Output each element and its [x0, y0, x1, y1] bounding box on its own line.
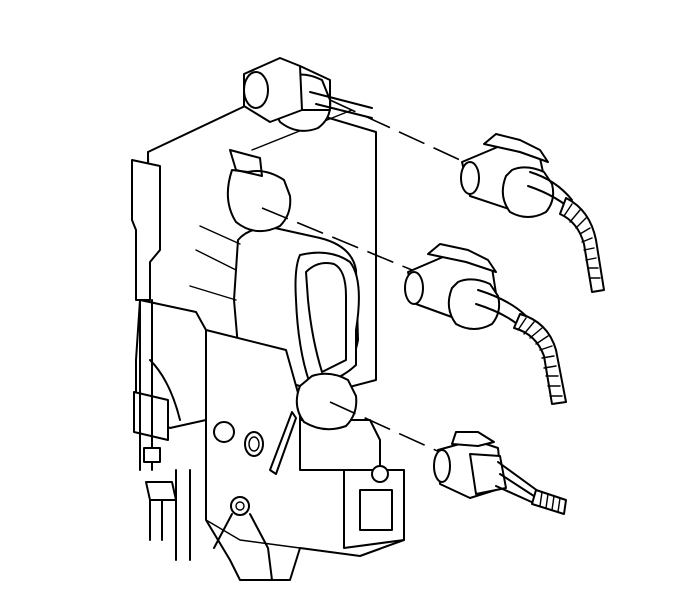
connector-clip-2	[447, 278, 501, 330]
lower-eyelet-hole	[235, 501, 245, 511]
center-cylinder-face	[294, 251, 360, 385]
conduit-3	[531, 489, 567, 515]
conduit-2	[513, 313, 567, 405]
upper-clip-tab	[229, 149, 263, 177]
oval-port	[244, 431, 264, 457]
base-bolt-head	[371, 465, 389, 483]
housing-ribs	[189, 225, 241, 301]
lower-connector-housing	[243, 57, 373, 123]
lower-eyelet-stem	[213, 513, 273, 581]
left-small-block	[143, 447, 161, 463]
connector-latch-2	[427, 243, 497, 273]
left-lower-nub	[145, 481, 177, 501]
connector-pins-top	[309, 91, 373, 119]
left-bracket-upper	[131, 159, 161, 301]
component-housing	[131, 97, 405, 581]
lower-clip-loop	[295, 372, 358, 431]
upper-clip-loop	[226, 169, 292, 233]
oval-port-inner	[248, 436, 260, 452]
round-boss	[213, 421, 235, 443]
base-left-posts	[175, 469, 191, 561]
left-post	[139, 299, 153, 471]
left-arc	[149, 359, 181, 421]
conduit-1-ribs	[563, 203, 601, 279]
connector-wires-3	[495, 461, 543, 505]
base-lower-edge	[205, 519, 301, 549]
align-line-1	[329, 99, 461, 161]
wire-harness-conduit-upper	[559, 197, 605, 293]
align-line-2	[261, 207, 413, 271]
base-block-right	[343, 469, 405, 549]
center-cylinder-bore	[305, 262, 347, 373]
conduit-2-ribs	[517, 317, 563, 397]
connector-latch-3	[451, 431, 495, 447]
connector-boot-3	[469, 453, 507, 495]
bottom-connector-housing	[433, 431, 543, 505]
alignment-lines	[261, 99, 461, 455]
connector-face-1	[460, 161, 480, 195]
wire-harness-conduit-mid	[513, 313, 567, 405]
angled-pin	[269, 411, 297, 475]
lower-eyelet	[230, 496, 250, 516]
base-window	[359, 489, 393, 531]
align-line-3	[329, 401, 445, 455]
connector-face-3	[433, 449, 451, 483]
conduit-3-ribs	[539, 491, 561, 513]
connector-face-top	[243, 71, 269, 109]
mid-connector-housing	[404, 243, 527, 331]
base-step	[299, 419, 381, 471]
connector-face-2	[404, 271, 424, 305]
wire-harness-conduit-bottom	[531, 489, 567, 515]
connector-latch-top	[299, 65, 331, 111]
connector-latch-1	[483, 133, 549, 163]
connector-clip-1	[501, 166, 555, 218]
upper-connector-housing	[460, 133, 577, 218]
